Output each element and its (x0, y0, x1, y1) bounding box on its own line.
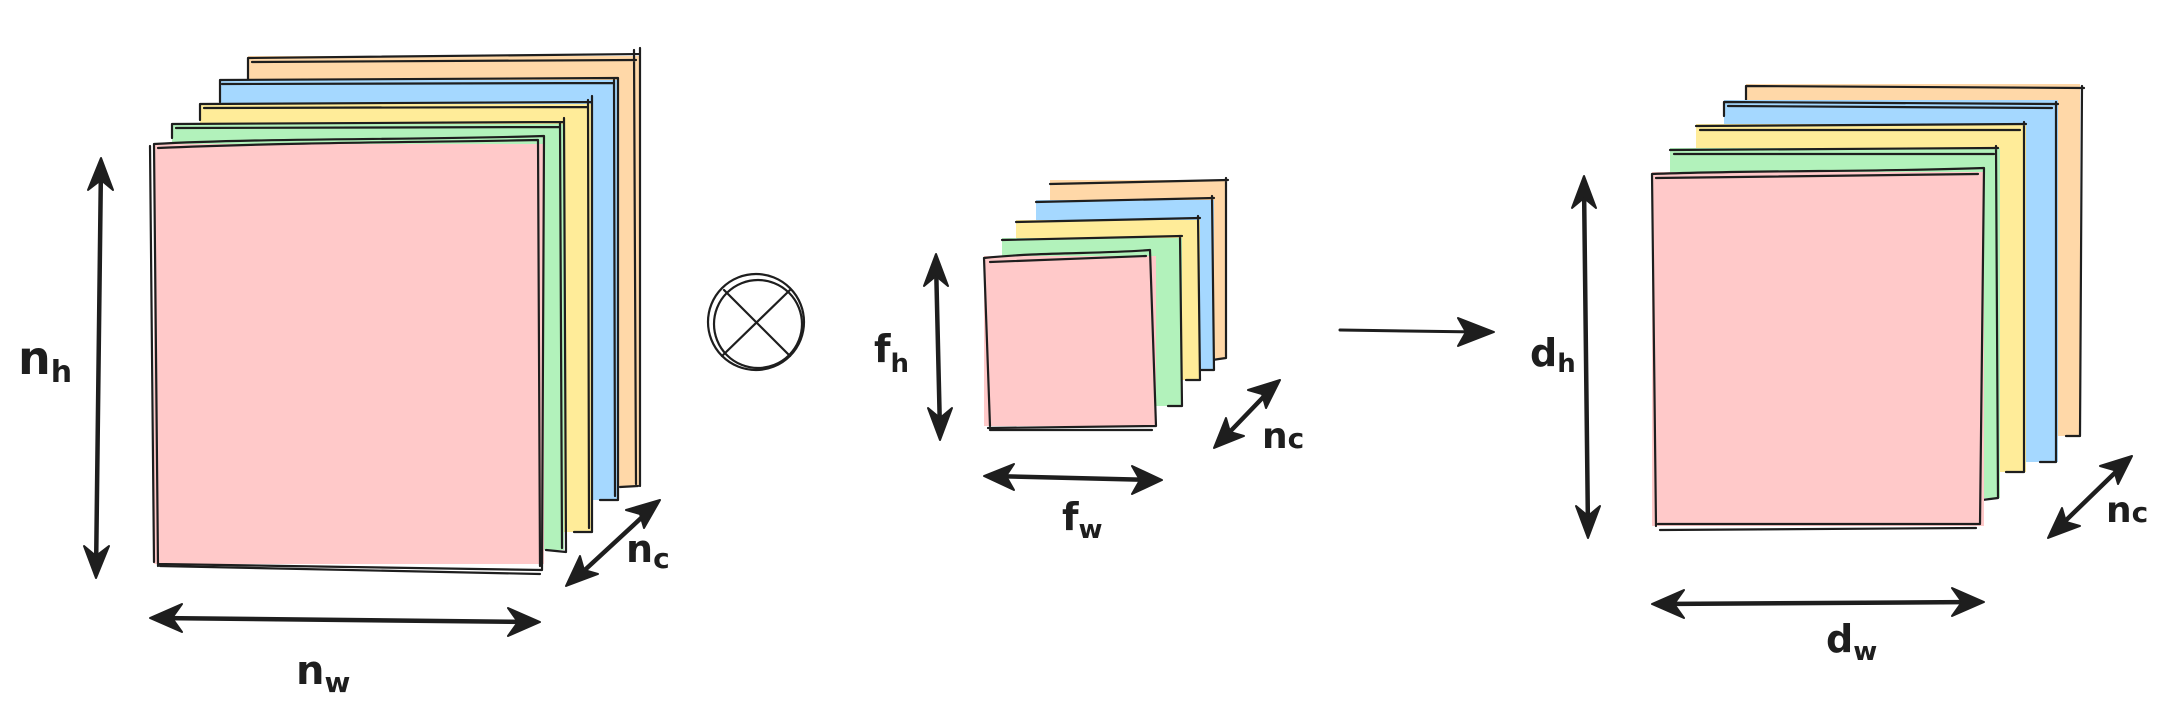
input-depth-label: nc (626, 527, 670, 575)
output-height-arrow (1571, 175, 1601, 539)
input-volume: nh nw nc (18, 46, 670, 699)
input-width-arrow (149, 603, 541, 637)
filter-depth-label: nc (1262, 416, 1304, 457)
input-width-label: nw (296, 648, 350, 699)
filter-layer-pink (982, 248, 1158, 432)
produces-arrow (1338, 317, 1495, 347)
input-height-arrow (83, 157, 114, 579)
filter-volume: fh fw nc (874, 176, 1304, 545)
output-volume: dh dw nc (1530, 84, 2148, 667)
filter-width-arrow (983, 463, 1163, 495)
output-width-label: dw (1826, 617, 1877, 667)
filter-depth-arrow (1213, 379, 1281, 449)
output-layer-pink (1650, 166, 1986, 532)
filter-width-label: fw (1062, 495, 1103, 545)
input-height-label: nh (18, 331, 72, 390)
filter-height-label: fh (874, 327, 909, 379)
input-layer-pink (148, 134, 546, 576)
output-width-arrow (1651, 587, 1985, 619)
circled-times-icon (706, 272, 806, 372)
output-depth-arrow (2047, 455, 2133, 539)
output-depth-label: nc (2106, 490, 2148, 531)
filter-height-arrow (923, 253, 953, 441)
input-depth-arrow (565, 499, 661, 587)
output-height-label: dh (1530, 331, 1576, 379)
